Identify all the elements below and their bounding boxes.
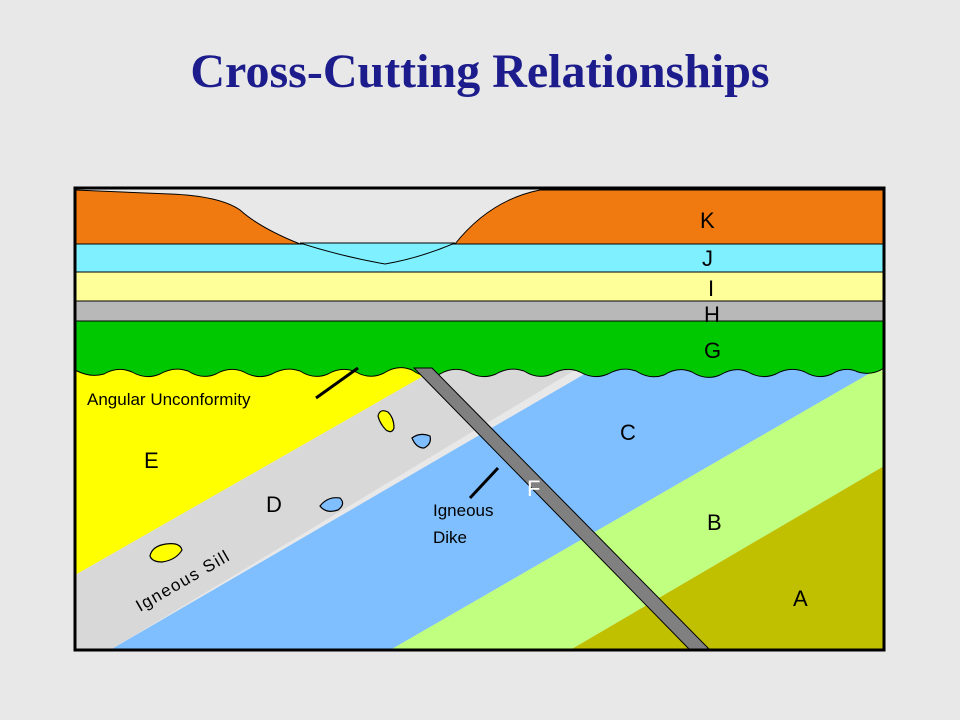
dike-leader bbox=[468, 466, 500, 500]
layer-label-j: J bbox=[702, 246, 713, 271]
layer-k-right-hill bbox=[453, 189, 884, 245]
layer-label-d: D bbox=[266, 492, 282, 517]
layer-label-b: B bbox=[707, 510, 722, 535]
layer-h bbox=[75, 300, 884, 322]
layer-label-h: H bbox=[704, 302, 720, 327]
igneous-dike-label-line2: Dike bbox=[433, 528, 467, 547]
layer-label-i: I bbox=[708, 276, 714, 301]
layer-label-g: G bbox=[704, 338, 721, 363]
layer-g bbox=[75, 319, 884, 378]
angular-unconformity-label: Angular Unconformity bbox=[87, 390, 251, 409]
valley-erosion bbox=[299, 242, 456, 265]
xenolith-3 bbox=[319, 497, 344, 512]
igneous-dike-label-line1: Igneous bbox=[433, 501, 494, 520]
layer-label-k: K bbox=[700, 208, 715, 233]
layer-label-c: C bbox=[620, 420, 636, 445]
page-title: Cross-Cutting Relationships bbox=[190, 45, 770, 98]
layer-k-left-hill bbox=[75, 189, 301, 245]
layer-label-e: E bbox=[144, 448, 159, 473]
layer-j bbox=[75, 243, 884, 273]
unconformity-leader bbox=[315, 366, 359, 400]
igneous-dike bbox=[412, 367, 711, 650]
layer-c bbox=[110, 365, 884, 650]
layer-label-f: F bbox=[527, 476, 540, 501]
xenolith-2 bbox=[411, 433, 431, 449]
layer-i bbox=[75, 271, 884, 302]
diagram-frame bbox=[73, 186, 886, 652]
xenolith-4 bbox=[149, 543, 183, 563]
layer-label-a: A bbox=[793, 586, 808, 611]
xenolith-1 bbox=[377, 410, 395, 433]
layer-e bbox=[75, 355, 460, 575]
